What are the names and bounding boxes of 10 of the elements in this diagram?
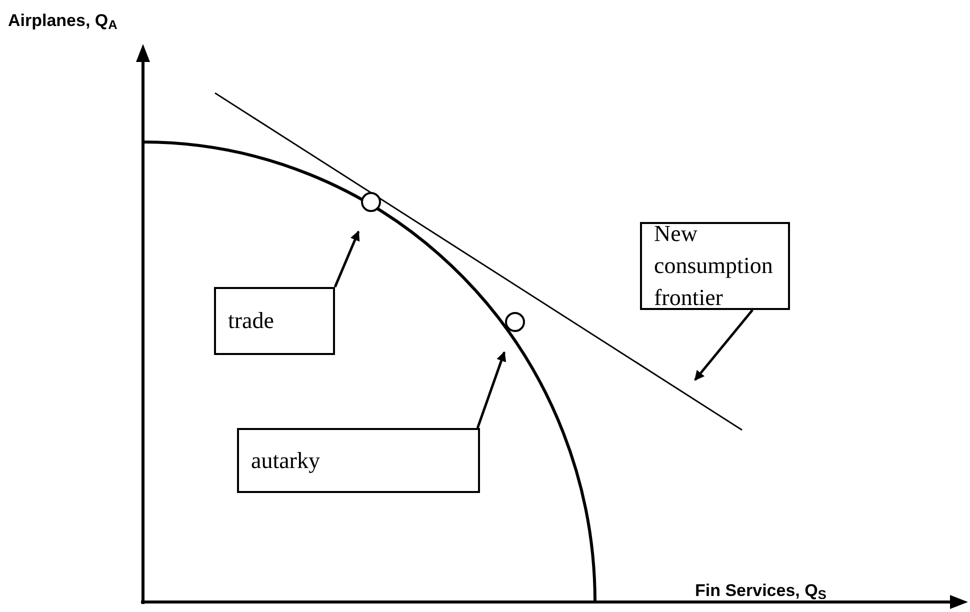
- label-box: autarky: [237, 428, 480, 493]
- y-axis-label: Airplanes, Q$_{A}$: [8, 10, 118, 34]
- leader-arrow: [476, 351, 506, 428]
- leader-arrow: [334, 230, 360, 288]
- x-axis-label: Fin Services, Q$_{S}$: [695, 580, 826, 604]
- leader-arrow: [694, 309, 754, 381]
- point-marker: [505, 312, 525, 332]
- label-box: trade: [214, 287, 335, 355]
- label-box: New consumption frontier: [640, 222, 790, 310]
- point-marker: [361, 192, 381, 212]
